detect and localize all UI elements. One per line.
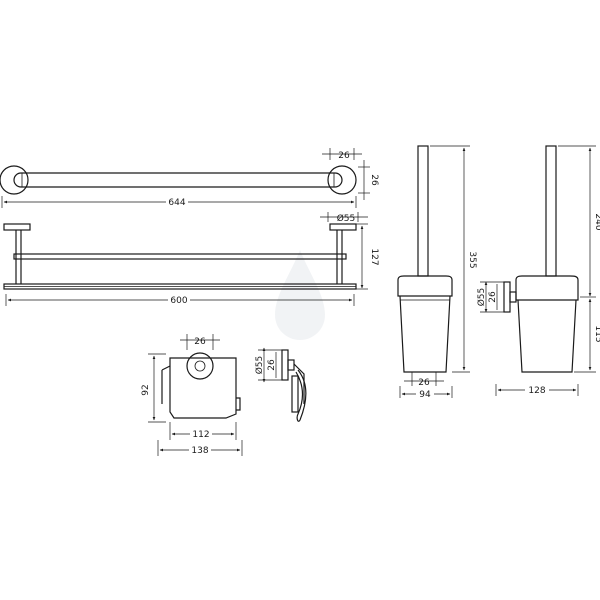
dim-brush-rose-diameter: Ø55 — [476, 288, 487, 307]
dim-brush-side-depth: 128 — [528, 386, 545, 396]
dim-towel-bar-depth: 26 — [369, 174, 379, 186]
paper-holder-side-drawing: Ø55 26 — [254, 347, 307, 422]
paper-holder-front-drawing: 26 92 112 138 — [141, 334, 243, 456]
watermark-drop-icon — [275, 250, 325, 340]
dim-paper-holder-rose: 26 — [194, 337, 206, 347]
dim-paper-holder-width: 138 — [191, 446, 208, 456]
dim-shelf-rose-diameter: Ø55 — [337, 213, 356, 224]
towel-bar-drawing: 644 26 26 — [0, 148, 379, 208]
dim-brush-side-lower-height: 115 — [593, 325, 600, 342]
toilet-brush-side-drawing: Ø55 26 240 115 128 — [476, 145, 600, 396]
dim-shelf-length: 600 — [170, 296, 187, 306]
dim-towel-bar-rose: 26 — [338, 151, 350, 161]
dim-brush-side-upper-height: 240 — [593, 213, 600, 230]
dim-towel-bar-length: 644 — [168, 198, 185, 208]
dim-brush-total-height: 355 — [467, 251, 477, 268]
toilet-brush-front-drawing: 355 26 94 — [397, 145, 477, 400]
dim-paper-holder-height: 92 — [141, 384, 151, 395]
dim-shelf-height: 127 — [369, 248, 379, 265]
dim-paper-holder-inner-width: 112 — [192, 430, 209, 440]
dim-brush-rose: 26 — [488, 291, 498, 303]
dim-paper-holder-side-diameter: Ø55 — [254, 356, 265, 375]
dim-paper-holder-side-rose: 26 — [267, 359, 277, 371]
dim-brush-width: 94 — [419, 390, 431, 400]
dim-brush-base-rose: 26 — [418, 378, 430, 388]
towel-shelf-drawing: 600 Ø55 127 — [3, 212, 379, 306]
